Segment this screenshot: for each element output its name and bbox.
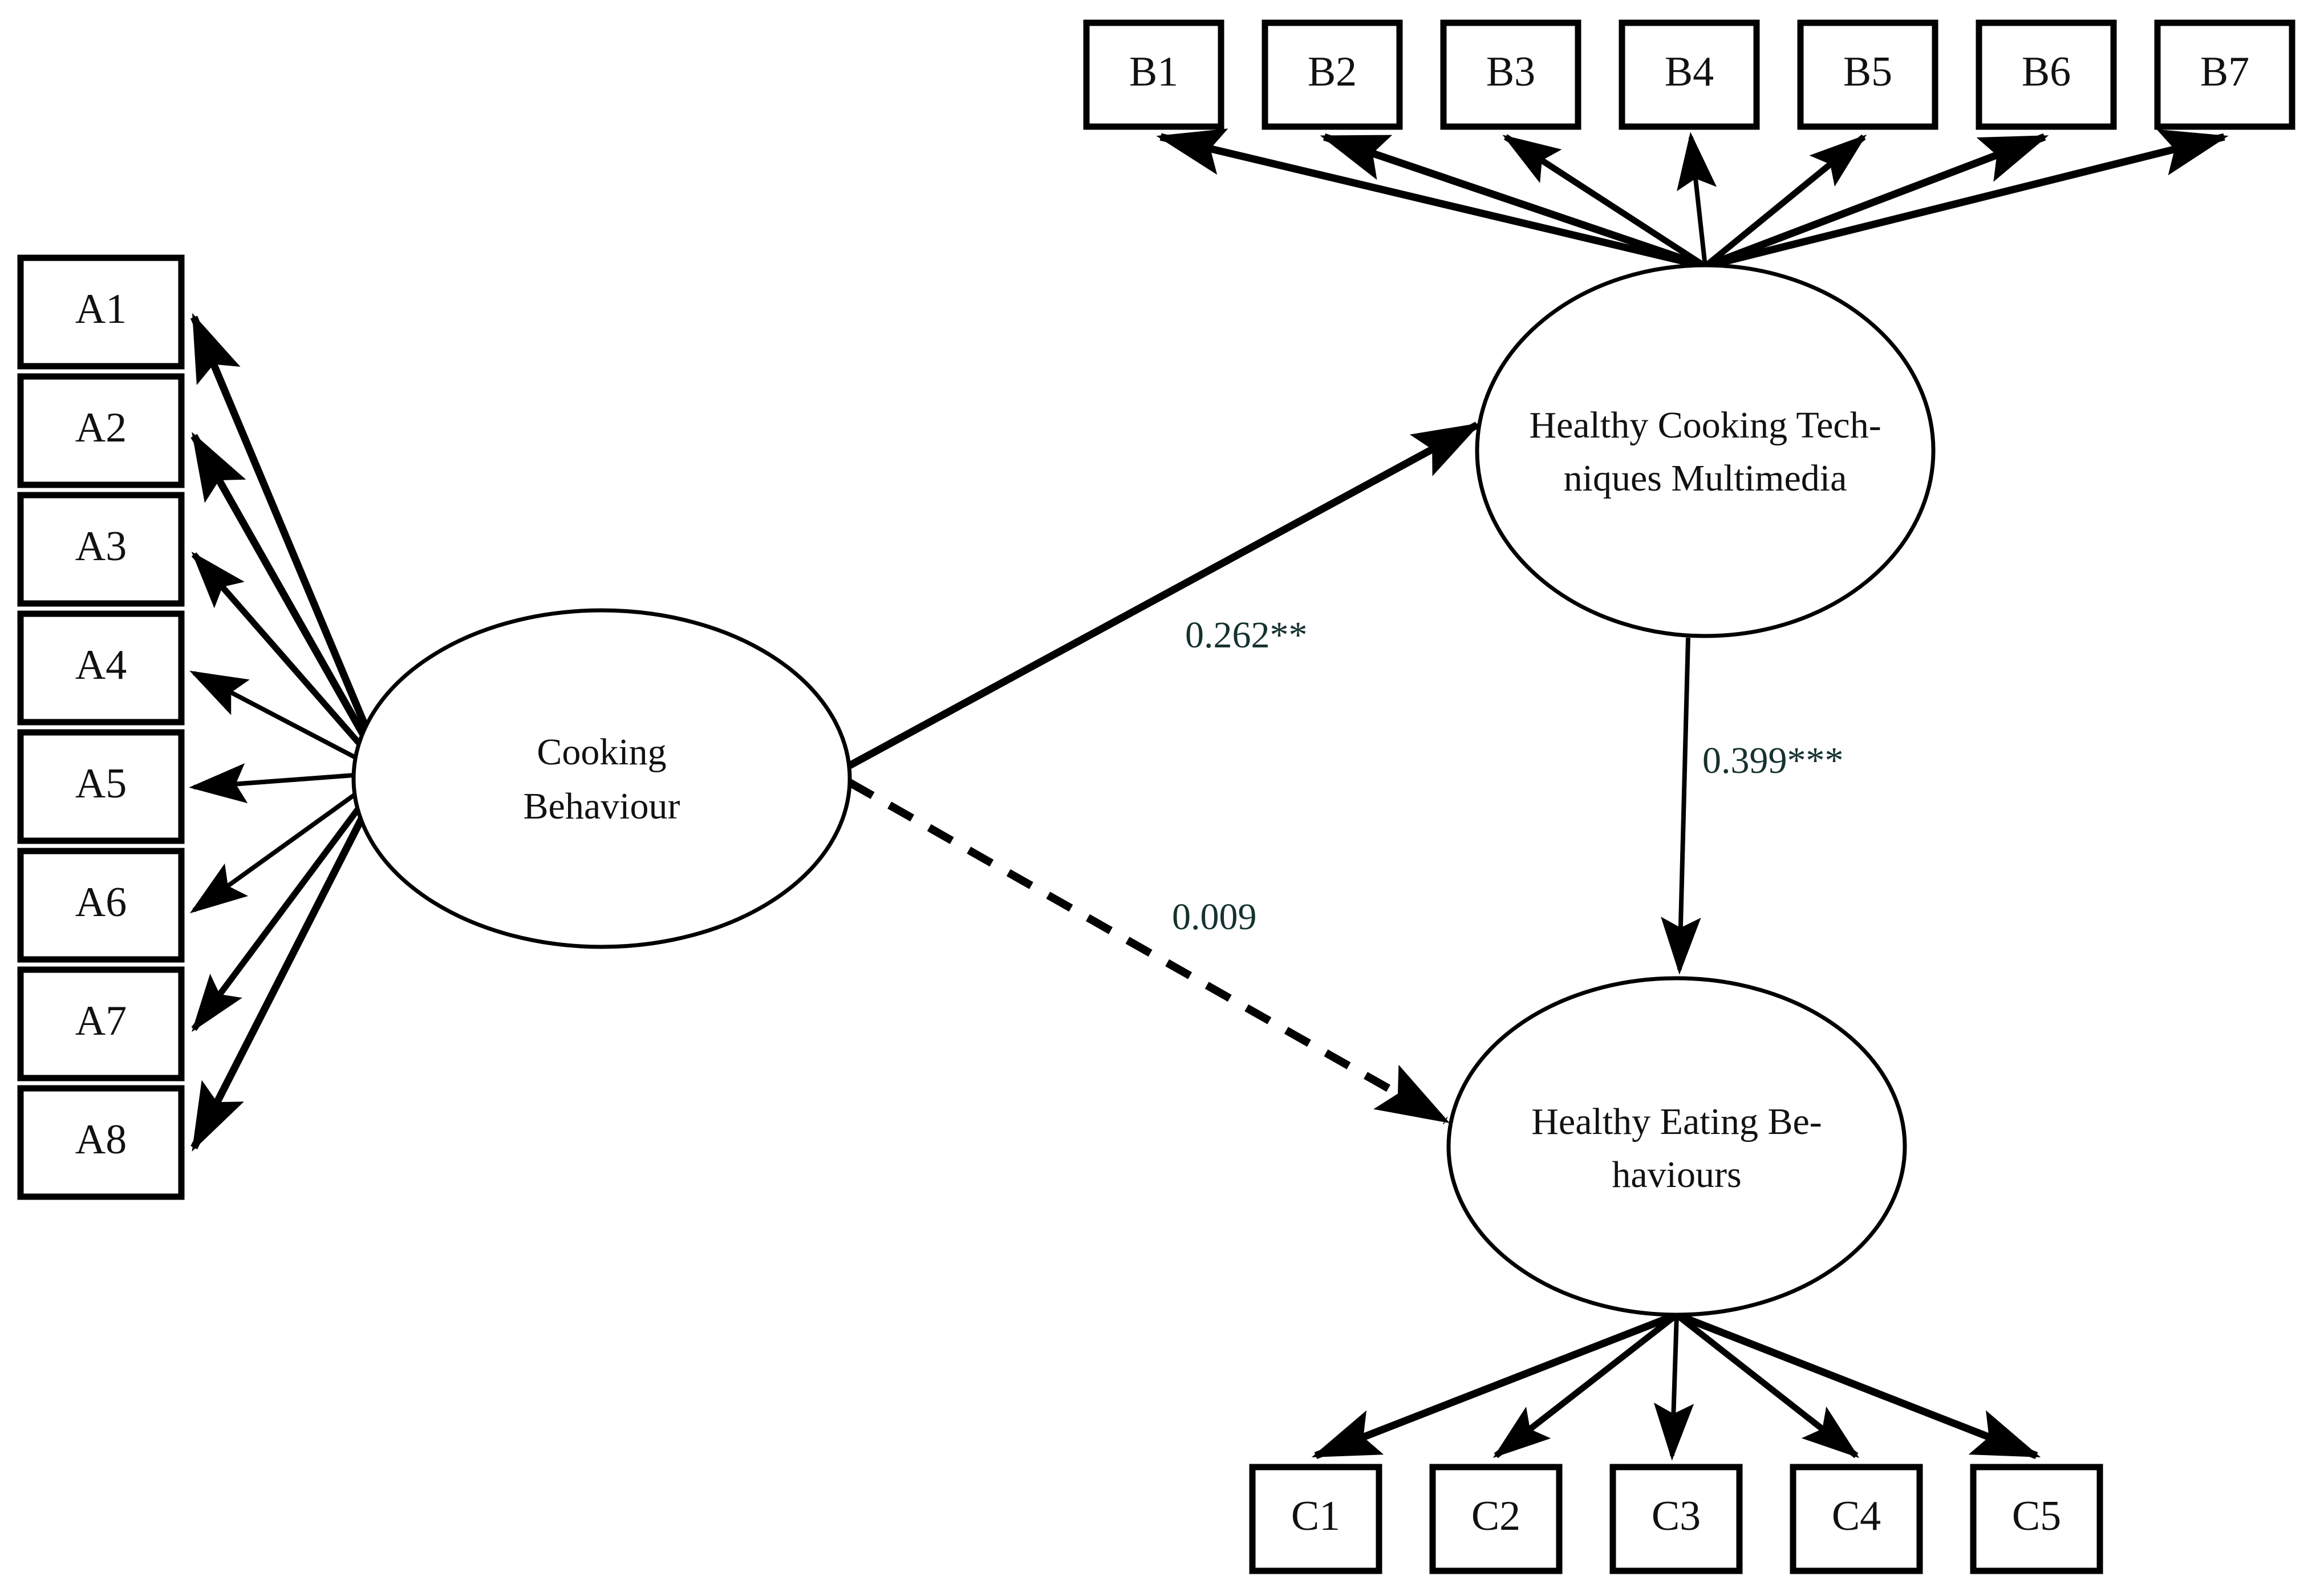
- indicator-group-c: C1 C2 C3 C4 C5: [1249, 1464, 2103, 1574]
- loading-arrow-c2: [1492, 1312, 1679, 1459]
- indicator-box-a2[interactable]: A2: [17, 373, 185, 488]
- indicator-label-b5: B5: [1843, 48, 1892, 95]
- indicator-label-a1: A1: [75, 286, 127, 333]
- loading-arrow-b4: [1677, 132, 1717, 267]
- indicator-label-b3: B3: [1486, 48, 1535, 95]
- latent-node-healthy-eating-behaviours[interactable]: Healthy Eating Be- haviours: [1446, 976, 1907, 1317]
- indicator-box-b6[interactable]: B6: [1976, 19, 2117, 130]
- loading-arrow-b3: [1502, 134, 1707, 269]
- loading-arrow-c3: [1653, 1314, 1694, 1461]
- latent-label-heb-line2: haviours: [1612, 1154, 1741, 1196]
- indicator-box-a3[interactable]: A3: [17, 492, 185, 607]
- loading-arrow-a4: [189, 670, 386, 775]
- indicator-box-b1[interactable]: B1: [1083, 19, 1224, 130]
- loading-arrow-a7: [191, 771, 388, 1032]
- loading-arrow-b2: [1320, 133, 1707, 270]
- indicator-label-c3: C3: [1652, 1493, 1701, 1540]
- latent-node-cooking-behaviour[interactable]: Cooking Behaviour: [351, 608, 852, 949]
- indicator-box-b4[interactable]: B4: [1619, 19, 1760, 130]
- path-coefficient-cb-to-heb: 0.009: [1172, 896, 1257, 938]
- indicator-label-b2: B2: [1308, 48, 1357, 95]
- indicator-box-a1[interactable]: A1: [17, 254, 185, 370]
- indicator-box-c4[interactable]: C4: [1790, 1464, 1923, 1574]
- loading-arrow-c5: [1675, 1311, 2041, 1460]
- indicator-box-b2[interactable]: B2: [1262, 19, 1403, 130]
- indicator-label-b6: B6: [2022, 48, 2071, 95]
- indicator-label-c2: C2: [1471, 1493, 1520, 1540]
- indicator-label-c1: C1: [1291, 1493, 1340, 1540]
- indicator-label-b4: B4: [1665, 48, 1714, 95]
- path-coefficient-cb-to-hctm: 0.262**: [1185, 614, 1308, 656]
- indicator-box-c1[interactable]: C1: [1249, 1464, 1382, 1574]
- loading-arrow-b7: [1704, 129, 2229, 270]
- latent-label-hctm-line1: Healthy Cooking Tech-: [1529, 404, 1881, 446]
- indicator-label-a4: A4: [75, 642, 127, 688]
- indicator-label-b1: B1: [1129, 48, 1178, 95]
- loading-arrow-c1: [1311, 1311, 1678, 1460]
- indicator-group-a: A1 A2 A3 A4 A5 A6: [17, 254, 185, 1200]
- structural-path-hctm-to-heb: [1661, 637, 1701, 975]
- loading-arrow-b1: [1156, 128, 1706, 270]
- loading-arrow-b5: [1703, 134, 1867, 269]
- indicator-box-b3[interactable]: B3: [1440, 19, 1581, 130]
- indicator-label-a2: A2: [75, 404, 127, 451]
- latent-label-cooking-behaviour-line1: Cooking: [537, 731, 666, 773]
- indicator-box-b5[interactable]: B5: [1797, 19, 1938, 130]
- structural-path-cb-to-heb: [847, 779, 1450, 1125]
- latent-label-cooking-behaviour-line2: Behaviour: [524, 785, 680, 827]
- loading-arrow-a8: [190, 771, 388, 1152]
- indicator-box-a8[interactable]: A8: [17, 1085, 185, 1200]
- loading-arrow-a1: [190, 313, 388, 775]
- indicator-box-c5[interactable]: C5: [1970, 1464, 2103, 1574]
- indicator-label-a8: A8: [75, 1116, 127, 1163]
- indicator-box-a4[interactable]: A4: [17, 610, 185, 726]
- loading-arrows-a: [189, 313, 388, 1152]
- indicator-label-a6: A6: [75, 879, 127, 926]
- loading-arrow-a2: [190, 432, 388, 775]
- latent-node-healthy-cooking-techniques-multimedia[interactable]: Healthy Cooking Tech- niques Multimedia: [1475, 263, 1936, 638]
- indicator-label-b7: B7: [2200, 48, 2249, 95]
- indicator-box-c3[interactable]: C3: [1609, 1464, 1743, 1574]
- indicator-label-a5: A5: [75, 760, 127, 807]
- loading-arrow-b6: [1704, 133, 2049, 270]
- loading-arrow-a3: [191, 552, 388, 775]
- indicator-box-b7[interactable]: B7: [2154, 19, 2295, 130]
- path-coefficient-hctm-to-heb: 0.399***: [1702, 740, 1844, 781]
- structural-path-cb-to-hctm: [846, 422, 1481, 769]
- loading-arrows-c: [1311, 1311, 2041, 1461]
- loading-arrows-b: [1156, 128, 2229, 270]
- indicator-label-a7: A7: [75, 998, 127, 1044]
- indicator-box-c2[interactable]: C2: [1429, 1464, 1563, 1574]
- indicator-box-a7[interactable]: A7: [17, 966, 185, 1081]
- latent-label-hctm-line2: niques Multimedia: [1564, 457, 1847, 499]
- indicator-group-b: B1 B2 B3 B4 B5 B6: [1083, 19, 2295, 130]
- indicator-label-c4: C4: [1832, 1493, 1881, 1540]
- indicator-label-c5: C5: [2012, 1493, 2061, 1540]
- loading-arrow-c4: [1674, 1312, 1860, 1459]
- indicator-box-a5[interactable]: A5: [17, 729, 185, 844]
- indicator-box-a6[interactable]: A6: [17, 848, 185, 963]
- latent-label-heb-line1: Healthy Eating Be-: [1531, 1101, 1822, 1143]
- indicator-label-a3: A3: [75, 523, 127, 570]
